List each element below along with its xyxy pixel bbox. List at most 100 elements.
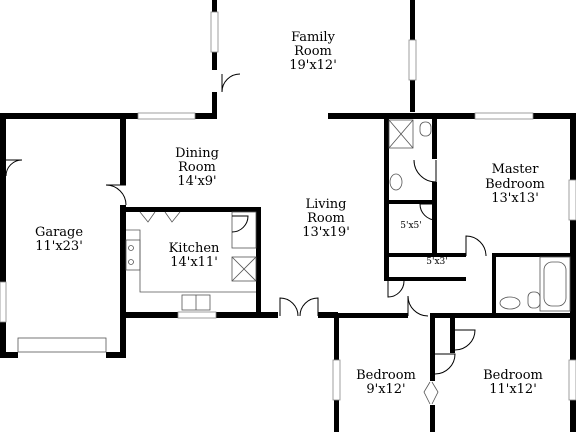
- bathtub-inner: [543, 261, 567, 307]
- garage-dims: 11'x23': [35, 239, 83, 254]
- bedroom-top-wall-right: [430, 313, 576, 318]
- kitchen-fridge: [231, 256, 257, 282]
- master-bedroom-name-2: Bedroom: [485, 177, 545, 192]
- window-garage: [0, 281, 7, 323]
- door-bedroom3-swing: [434, 353, 456, 375]
- living-bottom-wall: [318, 312, 338, 318]
- closet-bifold-bedroom2: [423, 381, 439, 405]
- garage-right-wall-lower: [120, 205, 126, 358]
- closet2-dims: 5'x3': [426, 257, 447, 267]
- closet1-dims: 5'x5': [400, 221, 421, 231]
- dining-room-name-1: Dining: [175, 146, 219, 161]
- right-exterior-wall: [570, 113, 576, 432]
- master-bedroom-name-1: Master: [492, 162, 540, 177]
- bedroom3-label: Bedroom 11'x12': [483, 368, 543, 397]
- kitchen-closet-door: [231, 215, 249, 233]
- window-kitchen: [177, 311, 217, 319]
- window-family-right: [408, 39, 417, 81]
- dining-top-wall-right: [195, 113, 217, 119]
- living-room-name-1: Living: [306, 197, 347, 212]
- kitchen-bottom-wall-right: [216, 312, 278, 318]
- master-top-wall-right: [533, 113, 576, 119]
- kitchen-name: Kitchen: [169, 241, 220, 256]
- living-room-name-2: Room: [307, 211, 345, 226]
- sink-bath2: [499, 296, 521, 310]
- bedroom2-name: Bedroom: [356, 368, 416, 383]
- range-burner-1: [128, 245, 134, 251]
- garage-bottom-right: [106, 352, 126, 358]
- kitchen-bottom-wall-left: [120, 312, 178, 318]
- window-dining: [137, 112, 196, 120]
- kitchen-right-wall: [256, 207, 261, 317]
- bedroom2-dims: 9'x12': [366, 382, 405, 397]
- living-top-wall-right: [328, 113, 420, 119]
- door-linen-swing: [387, 280, 405, 298]
- master-top-wall-left: [420, 113, 475, 119]
- master-bedroom-dims: 13'x13': [491, 191, 539, 206]
- family-room-name-1: Family: [291, 30, 336, 45]
- living-room-label: Living Room 13'x19': [302, 197, 350, 240]
- window-bedroom2-side: [332, 359, 341, 401]
- dining-room-label: Dining Room 14'x9': [175, 146, 219, 189]
- garage-door: [17, 337, 107, 353]
- shower-cross: [388, 119, 414, 149]
- bedroom2-label: Bedroom 9'x12': [356, 368, 416, 397]
- hall-left-wall: [384, 119, 389, 277]
- bedroom-divider-upper: [430, 313, 435, 381]
- garage-bottom-left: [0, 352, 18, 358]
- kitchen-dims: 14'x11': [170, 255, 218, 270]
- sink-bath1: [389, 173, 403, 191]
- family-left-wall-lower: [212, 92, 217, 114]
- toilet-bath1: [419, 121, 432, 137]
- bedroom3-closet-wall: [450, 313, 455, 353]
- window-family-left: [210, 11, 219, 53]
- garage-right-wall-upper: [120, 113, 126, 185]
- dining-room-name-2: Room: [178, 160, 216, 175]
- kitchen-pantry-doors: [139, 211, 181, 223]
- family-room-label: Family Room 19'x12': [289, 30, 337, 73]
- window-master-side: [568, 179, 576, 221]
- door-front-double: [279, 297, 319, 317]
- shower: [388, 119, 414, 149]
- kitchen-fridge-cross: [231, 256, 257, 282]
- garage-label: Garage 11'x23': [35, 225, 83, 254]
- door-closet1-swing: [419, 203, 437, 221]
- kitchen-range: [125, 239, 141, 271]
- door-hall-swing: [465, 235, 487, 257]
- small-closet-top-wall: [384, 253, 466, 257]
- bedroom-divider-lower: [430, 405, 435, 432]
- door-bath2-swing: [454, 329, 476, 351]
- garage-name: Garage: [35, 225, 83, 240]
- kitchen-label: Kitchen 14'x11': [169, 241, 220, 270]
- door-garage-swing: [5, 159, 23, 177]
- master-bedroom-label: Master Bedroom 13'x13': [485, 162, 545, 206]
- garage-top-wall: [0, 113, 138, 119]
- kitchen-top-wall: [120, 207, 260, 212]
- bathtub: [539, 256, 571, 312]
- window-master: [474, 112, 534, 120]
- windows: [0, 11, 576, 401]
- bath-right-wall: [432, 119, 437, 159]
- toilet-bath2: [527, 291, 541, 309]
- master-bottom-wall: [492, 253, 576, 257]
- garage-left-wall: [0, 113, 6, 358]
- doors: [5, 73, 487, 405]
- window-bedroom3-side: [568, 359, 576, 401]
- hall-top-wall: [384, 277, 466, 281]
- range-burner-2: [128, 259, 134, 265]
- closet-top-wall: [384, 200, 436, 204]
- bath-fixtures: [388, 119, 571, 312]
- door-garage-kitchen-swing: [105, 184, 127, 206]
- kitchen-closet: [231, 211, 257, 249]
- family-room-name-2: Room: [294, 44, 332, 59]
- bath2-left-wall: [492, 253, 496, 313]
- living-room-dims: 13'x19': [302, 225, 350, 240]
- family-room-dims: 19'x12': [289, 58, 337, 73]
- kitchen-fixtures: [125, 211, 257, 311]
- door-bath1-swing: [413, 159, 437, 183]
- door-family-swing: [221, 73, 241, 93]
- bedroom3-name: Bedroom: [483, 368, 543, 383]
- bedroom-top-wall-left: [338, 313, 408, 318]
